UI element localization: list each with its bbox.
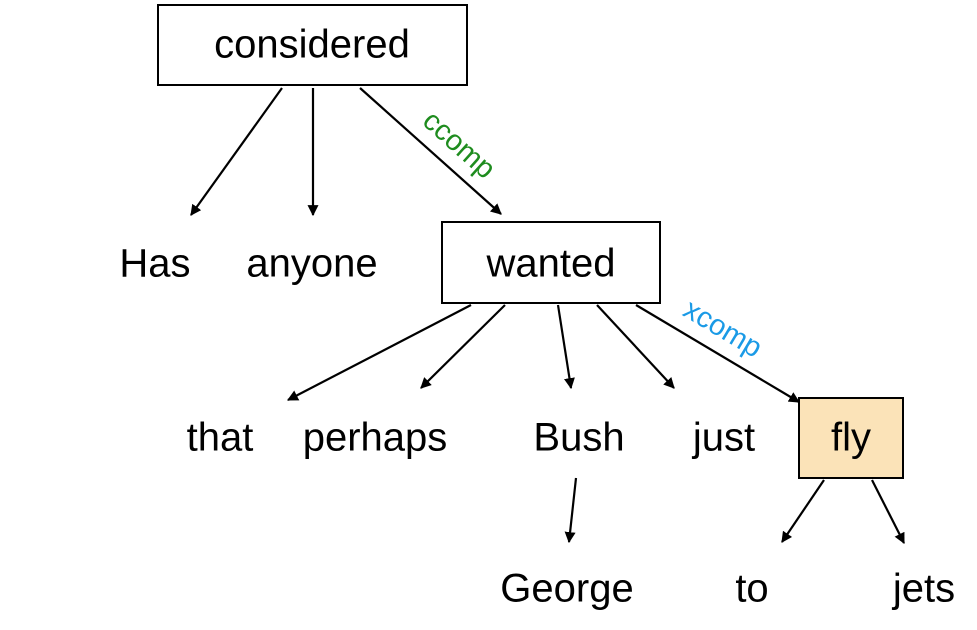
- node-just: just: [692, 416, 755, 460]
- node-wanted: wanted: [486, 242, 616, 286]
- node-perhaps: perhaps: [303, 416, 448, 460]
- edge-wanted-that: [287, 304, 472, 401]
- node-george: George: [500, 567, 633, 611]
- edge-considered-has: [190, 87, 283, 216]
- relation-label-ccomp: ccomp: [416, 105, 501, 186]
- node-considered: considered: [214, 23, 410, 67]
- edge-bush-george: [564, 477, 578, 544]
- node-bush: Bush: [533, 416, 624, 460]
- node-fly: fly: [831, 416, 871, 460]
- edge-wanted-fly: [635, 304, 800, 403]
- edge-wanted-just: [596, 304, 675, 389]
- edge-fly-jets: [871, 479, 905, 544]
- box-considered: [157, 4, 468, 86]
- node-that: that: [187, 416, 254, 460]
- edge-considered-wanted: [359, 87, 502, 215]
- edge-wanted-bush: [556, 304, 575, 390]
- edge-wanted-perhaps: [420, 304, 506, 389]
- node-to: to: [735, 567, 768, 611]
- node-jets: jets: [892, 567, 955, 611]
- node-has: Has: [119, 242, 190, 286]
- box-wanted: [441, 221, 661, 304]
- node-anyone: anyone: [246, 242, 377, 286]
- relation-label-xcomp: xcomp: [678, 293, 768, 364]
- edge-fly-to: [781, 479, 825, 543]
- box-fly-highlighted: [798, 397, 904, 479]
